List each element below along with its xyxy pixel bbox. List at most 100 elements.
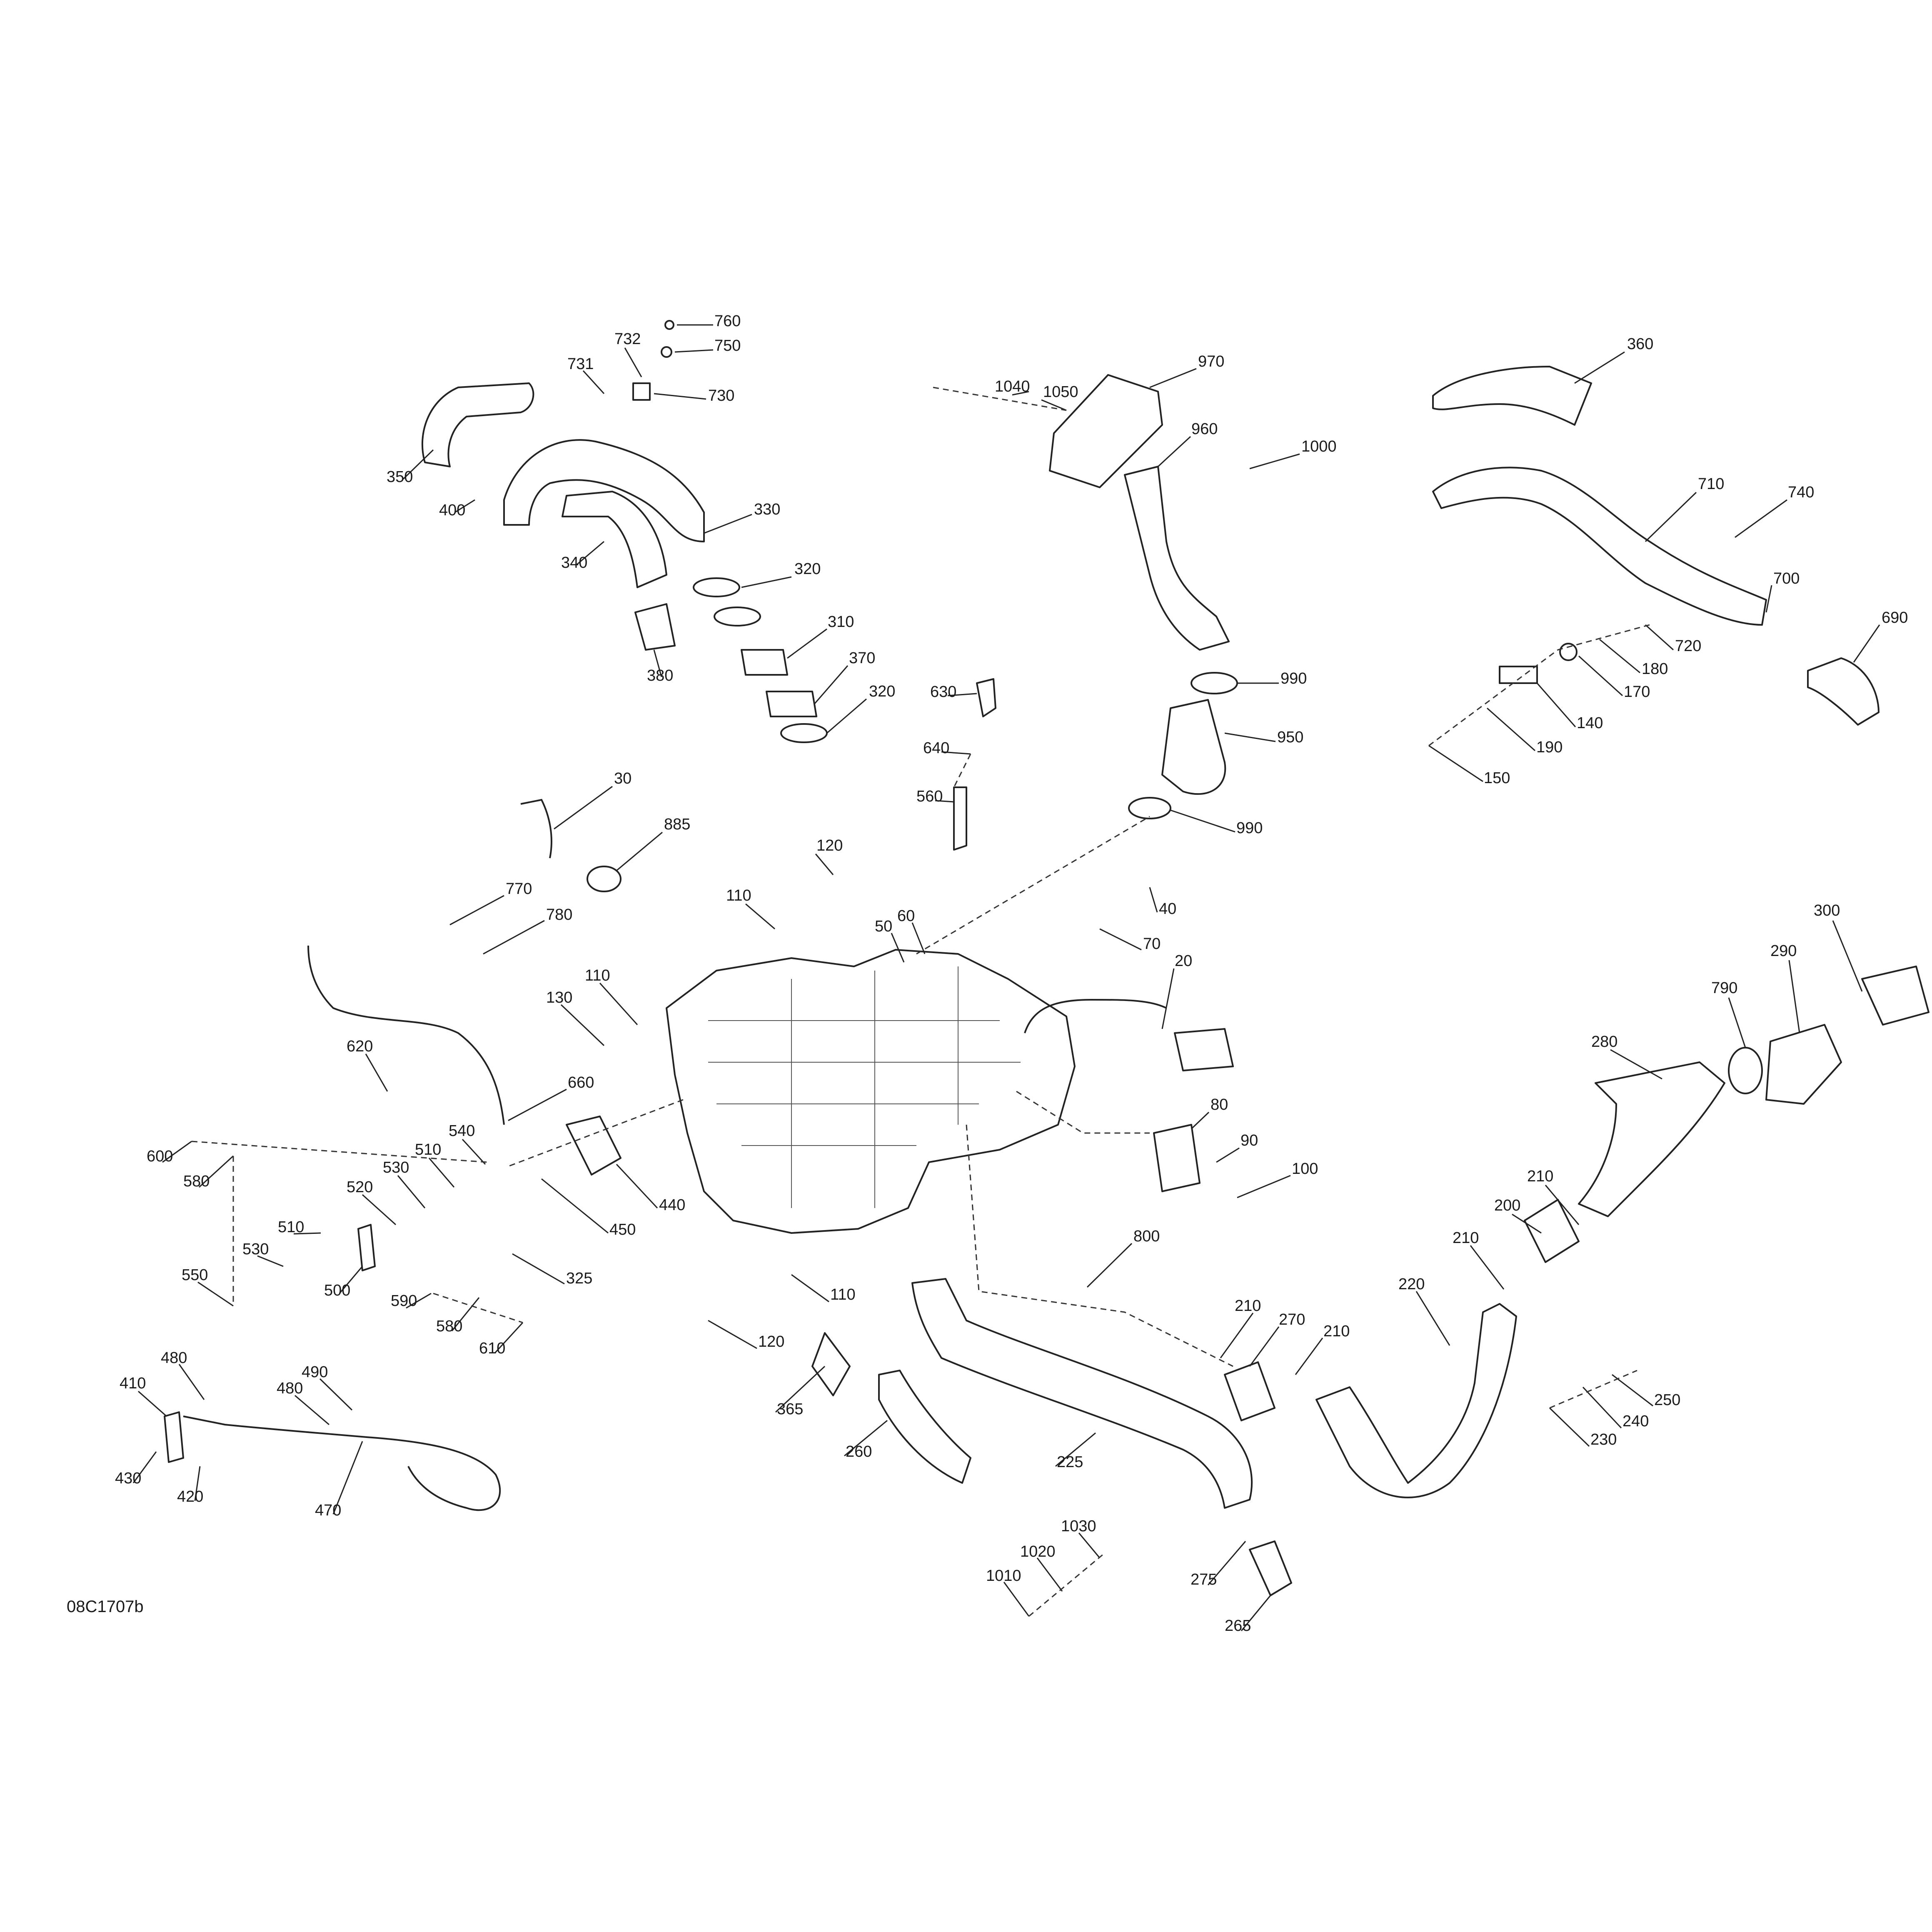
clamp-320-lower <box>780 723 828 743</box>
engine <box>666 949 1076 1234</box>
part-number-label: 270 <box>1279 1311 1305 1328</box>
boot-270 <box>1224 1361 1276 1421</box>
part-number-label: 990 <box>1281 670 1307 687</box>
part-number-label: 480 <box>161 1349 187 1367</box>
part-number-label: 490 <box>302 1363 328 1381</box>
part-number-label: 700 <box>1773 570 1800 587</box>
part-number-label: 730 <box>708 387 734 404</box>
part-number-label: 190 <box>1536 739 1563 756</box>
part-number-label: 480 <box>277 1380 303 1397</box>
part-number-label: 80 <box>1211 1096 1228 1113</box>
part-number-label: 340 <box>561 554 587 572</box>
tube-560 <box>953 786 967 851</box>
clamp-320-b <box>714 607 761 627</box>
part-number-label: 430 <box>115 1470 141 1487</box>
part-number-label: 20 <box>1175 952 1192 970</box>
sleeve-370 <box>766 691 817 717</box>
part-number-label: 40 <box>1159 900 1176 918</box>
washer-750 <box>661 346 672 358</box>
duct-340 <box>562 491 667 588</box>
part-number-label: 510 <box>415 1141 441 1158</box>
part-number-label: 1000 <box>1301 438 1337 455</box>
part-number-label: 950 <box>1277 729 1303 746</box>
part-number-label: 30 <box>614 770 632 787</box>
part-number-label: 560 <box>916 788 943 805</box>
line-600 <box>307 945 505 1125</box>
part-number-label: 710 <box>1698 475 1724 493</box>
part-number-label: 130 <box>546 989 572 1006</box>
part-number-label: 1020 <box>1020 1543 1056 1560</box>
part-number-label: 225 <box>1057 1453 1083 1471</box>
part-number-label: 750 <box>714 337 741 354</box>
duct-330 <box>503 439 705 542</box>
part-number-label: 1040 <box>995 378 1030 395</box>
part-number-label: 580 <box>436 1318 462 1335</box>
boot-310 <box>741 649 788 676</box>
drawing-code: 08C1707b <box>67 1598 144 1616</box>
part-number-label: 790 <box>1711 979 1737 997</box>
part-number-label: 265 <box>1225 1617 1251 1635</box>
part-number-label: 970 <box>1198 353 1224 370</box>
part-number-label: 731 <box>567 355 594 373</box>
part-number-label: 180 <box>1642 660 1668 678</box>
part-number-label: 600 <box>147 1148 173 1165</box>
duct-220 <box>1315 1303 1517 1498</box>
part-number-label: 530 <box>383 1159 409 1176</box>
part-number-label: 640 <box>923 739 949 757</box>
boot-200 <box>1524 1199 1580 1263</box>
part-number-label: 260 <box>846 1443 872 1460</box>
part-number-label: 690 <box>1882 609 1908 627</box>
part-number-label: 400 <box>439 502 465 519</box>
pipe-710 <box>1432 467 1767 626</box>
part-number-label: 620 <box>347 1038 373 1055</box>
part-number-label: 800 <box>1133 1228 1160 1245</box>
part-number-label: 150 <box>1484 769 1510 787</box>
clamp-320-upper <box>693 577 740 597</box>
bracket-730 <box>632 382 651 401</box>
part-number-label: 380 <box>647 667 673 684</box>
part-number-label: 1050 <box>1043 383 1078 401</box>
hose-30 <box>520 799 552 859</box>
bracket-410 <box>164 1411 184 1463</box>
part-number-label: 350 <box>387 468 413 486</box>
duct-225 <box>911 1278 1253 1509</box>
part-number-label: 760 <box>714 312 741 330</box>
part-number-label: 110 <box>830 1286 856 1303</box>
muffler-690 <box>1807 657 1880 726</box>
clamp-990-upper <box>1191 672 1238 694</box>
hose-950 <box>1161 699 1226 795</box>
part-number-label: 500 <box>324 1282 350 1299</box>
part-number-label: 630 <box>930 683 956 701</box>
part-number-label: 320 <box>794 560 821 578</box>
part-number-label: 310 <box>828 613 854 631</box>
part-number-label: 885 <box>664 816 690 833</box>
part-number-label: 530 <box>242 1241 269 1258</box>
part-number-label: 780 <box>546 906 572 924</box>
shield-360 <box>1432 366 1592 426</box>
part-number-label: 210 <box>1527 1168 1553 1185</box>
part-number-label: 100 <box>1292 1160 1318 1178</box>
part-number-label: 70 <box>1143 935 1161 953</box>
clamp-990-lower <box>1128 797 1171 819</box>
part-number-label: 450 <box>609 1221 636 1238</box>
module-20 <box>1174 1028 1234 1071</box>
part-number-label: 732 <box>614 330 641 348</box>
part-number-label: 510 <box>278 1218 304 1236</box>
part-number-label: 220 <box>1398 1276 1425 1293</box>
part-number-label: 120 <box>816 837 843 854</box>
part-number-label: 610 <box>479 1340 505 1357</box>
part-number-label: 990 <box>1236 819 1263 837</box>
part-number-label: 1010 <box>986 1567 1021 1585</box>
part-number-label: 360 <box>1627 335 1653 353</box>
cap-630 <box>976 678 996 717</box>
engine-detail <box>708 966 1021 1208</box>
clamp-885 <box>587 866 622 892</box>
shield-260 <box>878 1370 971 1484</box>
part-number-label: 250 <box>1654 1391 1680 1409</box>
part-number-label: 280 <box>1591 1033 1617 1051</box>
part-number-label: 110 <box>585 967 610 984</box>
part-number-label: 740 <box>1788 484 1814 501</box>
part-number-label: 720 <box>1675 637 1701 655</box>
